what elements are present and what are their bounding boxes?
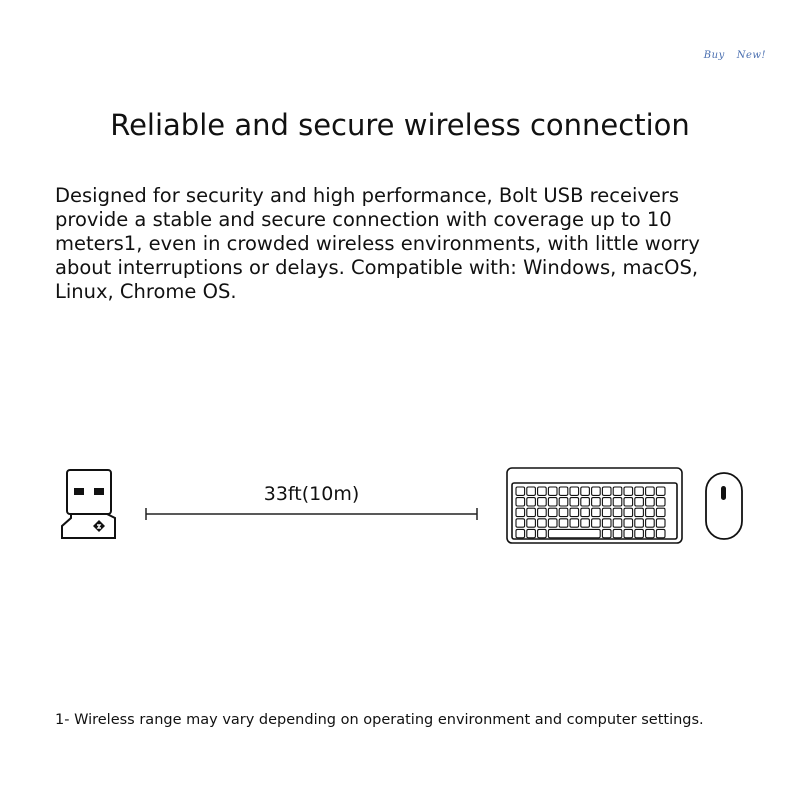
keyboard-key <box>634 518 644 528</box>
keyboard-key <box>537 486 547 496</box>
keyboard-key <box>612 507 623 518</box>
keyboard-key <box>623 518 634 528</box>
keyboard-key <box>547 528 601 539</box>
keyboard-key <box>515 486 526 496</box>
keyboard-key <box>515 497 526 507</box>
usb-receiver-icon <box>61 469 116 539</box>
keyboard-key <box>634 497 644 507</box>
description-paragraph: Designed for security and high performan… <box>55 184 700 303</box>
keyboard-key <box>601 518 612 528</box>
keyboard-key <box>645 507 655 518</box>
keyboard-key <box>547 486 558 496</box>
keyboard-key <box>591 507 601 518</box>
keyboard-key <box>655 507 666 518</box>
range-line <box>145 508 478 520</box>
range-label: 33ft(10m) <box>263 483 360 505</box>
keyboard-key <box>591 518 601 528</box>
keyboard-key <box>645 518 655 528</box>
watermark-word-new: New! <box>736 50 766 61</box>
page-title: Reliable and secure wireless connection <box>110 108 690 142</box>
keyboard-key <box>580 518 590 528</box>
keyboard-key <box>612 486 623 496</box>
keyboard-key <box>515 507 526 518</box>
keyboard-key <box>558 486 569 496</box>
keyboard-key <box>623 528 634 539</box>
watermark-word-buy: Buy <box>703 50 725 61</box>
keyboard-key <box>569 518 580 528</box>
keyboard-key <box>526 507 536 518</box>
keyboard-icon <box>506 467 683 544</box>
keyboard-key <box>601 497 612 507</box>
keyboard-key <box>569 497 580 507</box>
keyboard-key <box>591 497 601 507</box>
keyboard-key <box>558 497 569 507</box>
keyboard-key <box>547 507 558 518</box>
keyboard-key <box>655 518 666 528</box>
bolt-logo-icon <box>93 520 105 532</box>
keyboard-key <box>569 486 580 496</box>
keyboard-key <box>645 528 655 539</box>
keyboard-key <box>612 497 623 507</box>
keyboard-key <box>655 528 666 539</box>
footnote: 1- Wireless range may vary depending on … <box>55 712 704 728</box>
keyboard-key <box>623 486 634 496</box>
keyboard-key <box>655 497 666 507</box>
keyboard-key <box>526 518 536 528</box>
keyboard-key <box>580 486 590 496</box>
keyboard-key <box>537 507 547 518</box>
keyboard-key <box>515 518 526 528</box>
keyboard-key <box>634 507 644 518</box>
keyboard-key <box>612 518 623 528</box>
keyboard-key <box>537 497 547 507</box>
keyboard-key <box>612 528 623 539</box>
keyboard-key <box>526 497 536 507</box>
keyboard-key <box>580 497 590 507</box>
keyboard-key <box>547 497 558 507</box>
keyboard-key <box>526 486 536 496</box>
keyboard-key <box>569 507 580 518</box>
keyboard-key <box>645 486 655 496</box>
keyboard-key <box>515 528 526 539</box>
keyboard-key <box>634 528 644 539</box>
keyboard-key <box>623 507 634 518</box>
keyboard-key <box>645 497 655 507</box>
keyboard-key <box>526 528 536 539</box>
keyboard-key <box>601 507 612 518</box>
keyboard-key <box>623 497 634 507</box>
keyboard-key <box>601 528 612 539</box>
keyboard-key <box>591 486 601 496</box>
keyboard-key <box>601 486 612 496</box>
keyboard-key <box>537 518 547 528</box>
range-diagram <box>0 460 800 560</box>
keyboard-key <box>547 518 558 528</box>
keyboard-key <box>558 507 569 518</box>
keyboard-key <box>580 507 590 518</box>
watermark: Buy New! <box>692 50 766 61</box>
keyboard-key <box>558 518 569 528</box>
keyboard-key <box>634 486 644 496</box>
mouse-icon <box>705 472 743 540</box>
keyboard-key <box>537 528 547 539</box>
keyboard-key <box>655 486 666 496</box>
